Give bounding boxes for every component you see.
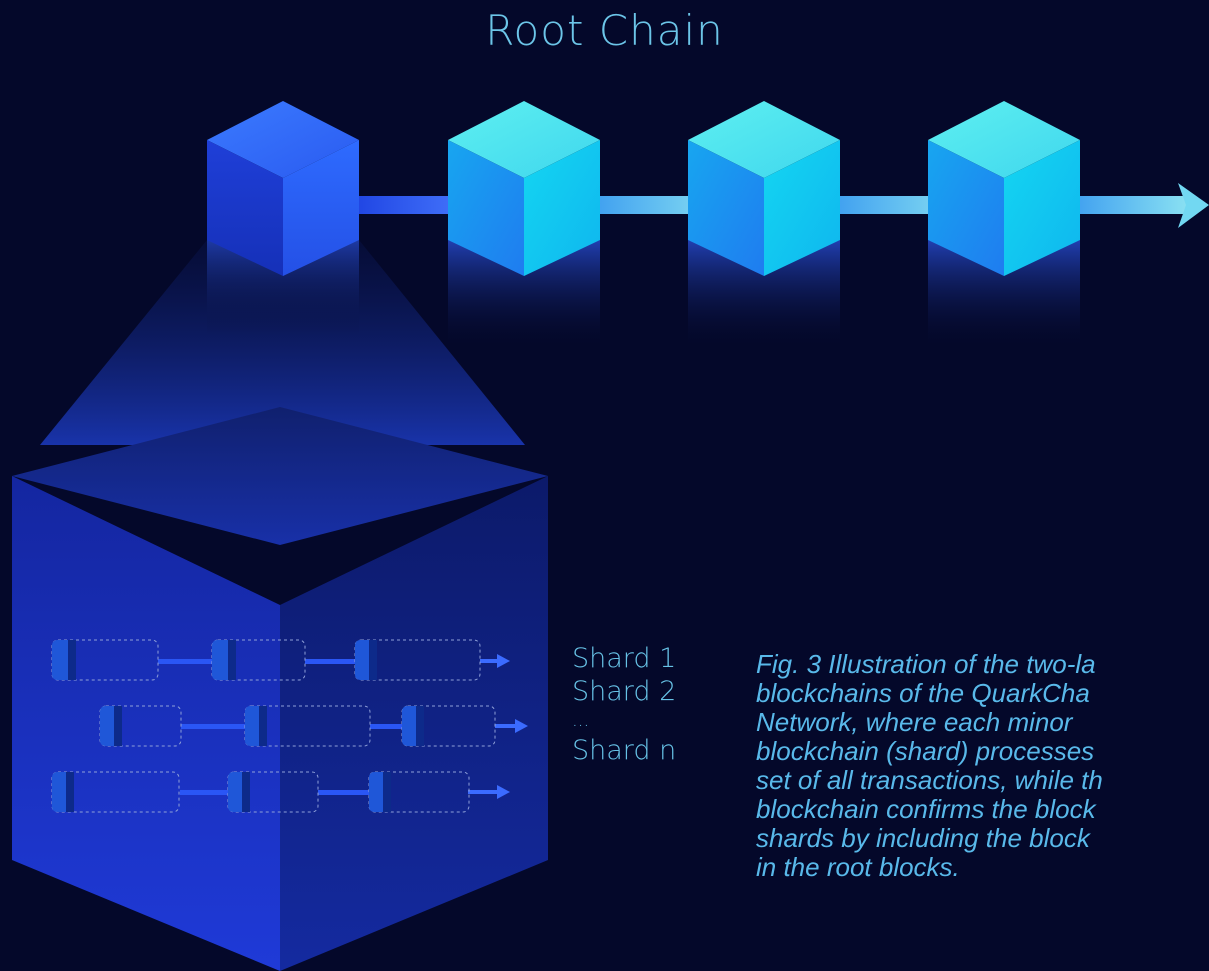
shard-block [368,771,470,813]
caption-line: shards by including the block [756,823,1090,853]
shard-label: Shard 2 [572,676,677,707]
shard-block [211,639,306,681]
shard-block [227,771,319,813]
shard-chain-n [51,771,510,813]
shard-container-cube [12,407,548,971]
shard-block [401,705,496,747]
shard-block [354,639,481,681]
shard-label: Shard 1 [572,643,677,674]
caption-line: set of all transactions, while th [756,765,1103,795]
root-chain-arrow [1065,183,1209,228]
shard-labels: Shard 1 Shard 2 ... Shard n [572,642,676,767]
block-reflections [207,240,1080,350]
shard-chain-1 [51,639,510,681]
shard-block [51,639,159,681]
figure-caption: Fig. 3 Illustration of the two-la blockc… [756,650,1209,882]
shard-block [51,771,180,813]
caption-line: Fig. 3 Illustration of the two-la [756,650,1096,679]
shard-chain-2 [99,705,528,747]
root-block [688,101,840,276]
shard-block [244,705,371,747]
caption-line: in the root blocks. [756,852,960,882]
caption-line: blockchain confirms the block [756,794,1096,824]
projection-beam [40,240,525,445]
caption-line: Network, where each minor [756,707,1073,737]
root-block [448,101,600,276]
root-block [928,101,1080,276]
caption-line: blockchain (shard) processes [756,736,1095,766]
shard-label-ellipsis: ... [572,710,590,731]
caption-line: blockchains of the QuarkCha [756,678,1090,708]
root-block [207,101,359,276]
diagram-title: Root Chain [485,6,724,55]
shard-label: Shard n [572,735,677,766]
shard-block [99,705,182,747]
